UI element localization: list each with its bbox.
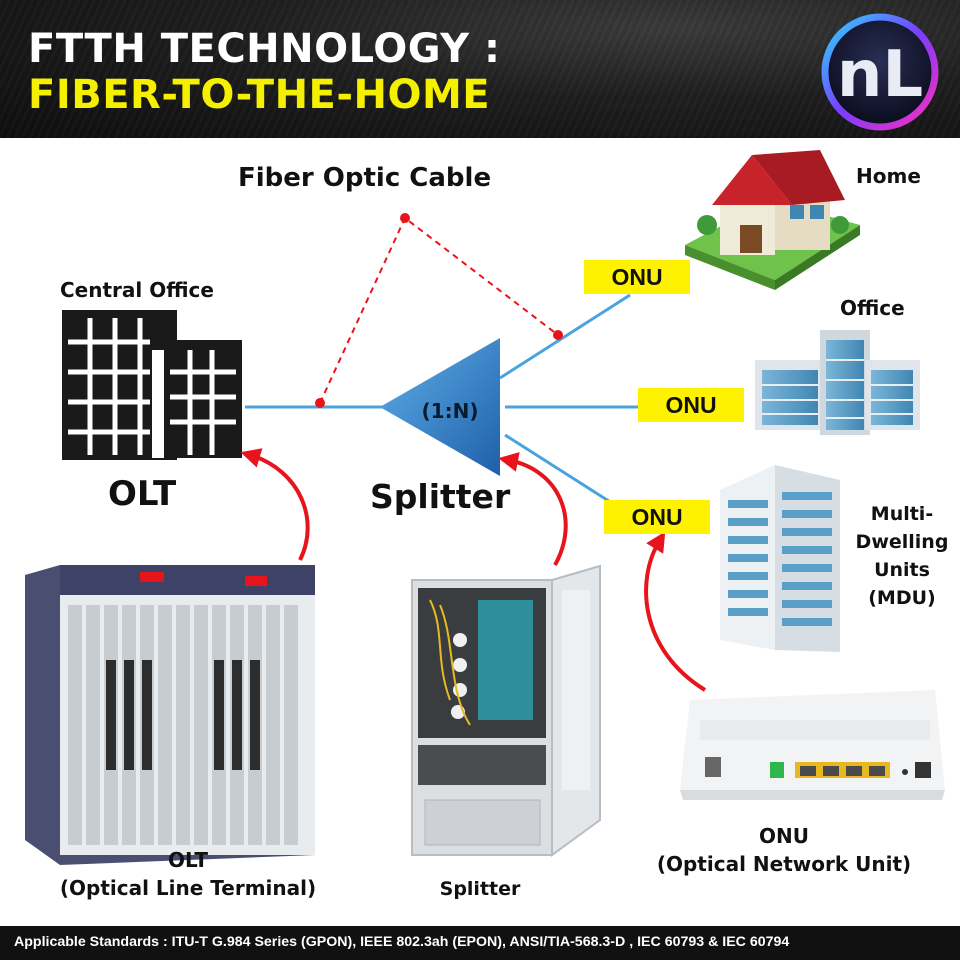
olt-chassis-illustration — [25, 565, 315, 865]
splitter-symbol: (1:N) — [380, 338, 500, 476]
arrow-to-olt — [240, 448, 310, 561]
mdu-line-2: Dwelling — [855, 531, 949, 553]
standards-text: Applicable Standards : ITU-T G.984 Serie… — [14, 934, 790, 950]
red-arrows — [240, 448, 707, 692]
fiber-cable-pointer — [315, 213, 563, 408]
mdu-line-4: (MDU) — [868, 587, 936, 609]
onu-caption-line-1: ONU — [759, 824, 809, 848]
header-banner: FTTH TECHNOLOGY : FIBER-TO-THE-HOME nL — [0, 0, 960, 138]
title-line-2: FIBER-TO-THE-HOME — [28, 72, 491, 118]
ftth-diagram: (1:N) — [25, 150, 945, 865]
olt-label: OLT — [108, 474, 177, 514]
onu-caption-line-2: (Optical Network Unit) — [656, 852, 912, 876]
link-to-mdu-onu — [504, 433, 616, 507]
central-office-label: Central Office — [60, 278, 214, 302]
mdu-tower-illustration — [720, 465, 840, 652]
onu-label-office: ONU — [638, 388, 744, 422]
home-illustration — [685, 150, 860, 290]
title-line-1: FTTH TECHNOLOGY : — [28, 26, 501, 72]
mdu-line-3: Units — [874, 559, 930, 581]
home-label: Home — [856, 164, 921, 188]
splitter-ratio: (1:N) — [422, 399, 479, 423]
mdu-line-1: Multi- — [870, 503, 934, 525]
arrow-to-splitter — [498, 452, 568, 566]
olt-caption-line-2: (Optical Line Terminal) — [59, 876, 317, 900]
link-to-home-onu — [499, 293, 631, 380]
splitter-label: Splitter — [370, 477, 511, 516]
fiber-optic-cable-label: Fiber Optic Cable — [238, 163, 492, 193]
central-office-icon — [62, 310, 242, 460]
arrow-to-onu — [644, 531, 707, 692]
standards-footer: Applicable Standards : ITU-T G.984 Serie… — [0, 926, 960, 960]
splitter-cabinet-illustration — [411, 564, 601, 857]
logo-letters: nL — [837, 38, 923, 112]
onu-label-home: ONU — [584, 260, 690, 294]
fiber-links — [245, 293, 640, 507]
onu-device-illustration — [680, 690, 945, 800]
office-illustration — [755, 330, 920, 435]
office-label: Office — [840, 296, 905, 320]
brand-logo: nL — [821, 13, 939, 131]
splitter-caption: Splitter — [439, 878, 521, 900]
olt-caption-line-1: OLT — [167, 848, 209, 872]
mdu-label: Multi- Dwelling Units (MDU) — [852, 500, 952, 612]
onu-label-mdu: ONU — [604, 500, 710, 534]
